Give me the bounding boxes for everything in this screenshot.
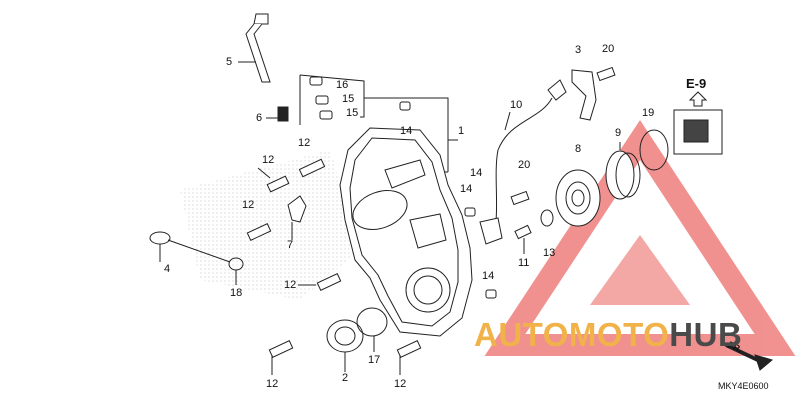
callout-12-c: 12 bbox=[242, 199, 255, 211]
front-direction-arrow bbox=[725, 343, 774, 371]
callout-11: 11 bbox=[518, 257, 530, 269]
part-12-bolt-a bbox=[257, 167, 290, 193]
part-12-bolt-f bbox=[396, 340, 422, 375]
callout-12-a: 12 bbox=[262, 154, 275, 166]
part-14-dowel-a bbox=[399, 101, 411, 111]
part-19-snap-ring bbox=[639, 129, 669, 171]
part-20-bolt-a bbox=[596, 66, 616, 82]
part-8-starter-gear bbox=[555, 169, 601, 227]
part-9-one-way-clutch bbox=[605, 142, 641, 200]
callout-18: 18 bbox=[230, 287, 243, 299]
watermark-logo bbox=[484, 119, 796, 356]
callout-16: 16 bbox=[336, 79, 349, 91]
callout-3: 3 bbox=[575, 44, 582, 56]
callout-12-f: 12 bbox=[394, 378, 407, 390]
part-6-spring bbox=[266, 106, 289, 122]
callout-12-d: 12 bbox=[284, 279, 297, 291]
part-14-dowel-c bbox=[485, 289, 497, 299]
part-10-sensor bbox=[479, 79, 567, 245]
part-12-bolt-b bbox=[298, 158, 326, 178]
part-5-oil-tube bbox=[238, 13, 271, 83]
part-14-dowel-b bbox=[464, 207, 476, 217]
part-18-o-ring bbox=[228, 257, 244, 285]
watermark-part-1: AUTO bbox=[474, 316, 569, 353]
callout-10: 10 bbox=[510, 99, 523, 111]
callout-14-a: 14 bbox=[400, 125, 413, 137]
section-ref-box bbox=[673, 91, 723, 155]
callout-1: 1 bbox=[458, 125, 465, 137]
callout-20-a: 20 bbox=[602, 43, 615, 55]
part-3-bracket bbox=[571, 69, 597, 121]
section-ref-label: E-9 bbox=[686, 76, 707, 91]
part-12-bolt-e bbox=[268, 340, 294, 375]
callout-20-b: 20 bbox=[518, 159, 531, 171]
part-12-bolt-c bbox=[246, 223, 272, 241]
part-20-bolt-b bbox=[510, 190, 530, 206]
watermark-text: AUTOMOTOHUB bbox=[474, 318, 742, 351]
callout-14-c: 14 bbox=[460, 183, 473, 195]
callout-2: 2 bbox=[342, 372, 349, 384]
part-1-crankcase-cover bbox=[339, 127, 473, 337]
callout-15-b: 15 bbox=[346, 107, 359, 119]
callout-15-a: 15 bbox=[342, 93, 355, 105]
callout-4: 4 bbox=[164, 263, 171, 275]
callout-17: 17 bbox=[368, 354, 381, 366]
callout-9: 9 bbox=[615, 127, 622, 139]
callout-19: 19 bbox=[642, 107, 655, 119]
watermark-part-2: MOTO bbox=[568, 316, 670, 353]
callout-8: 8 bbox=[575, 143, 582, 155]
part-4-oil-dipstick bbox=[149, 231, 231, 263]
part-13-washer bbox=[540, 209, 554, 227]
callout-6: 6 bbox=[256, 112, 263, 124]
part-12-bolt-d bbox=[298, 273, 342, 291]
group-bracket bbox=[299, 74, 365, 118]
callout-12-e: 12 bbox=[266, 378, 279, 390]
part-7-bracket bbox=[287, 195, 307, 240]
part-2-cap bbox=[326, 319, 364, 372]
diagram-ref-code: MKY4E0600 bbox=[718, 381, 769, 391]
part-15-oring-a bbox=[315, 95, 329, 105]
part-16-dowel bbox=[309, 76, 323, 86]
callout-14-d: 14 bbox=[482, 270, 495, 282]
part-17-o-ring bbox=[356, 307, 388, 352]
watermark-part-3: HUB bbox=[669, 316, 743, 353]
callout-5: 5 bbox=[226, 56, 233, 68]
part-15-oring-b bbox=[319, 110, 333, 120]
engine-outline-shading bbox=[180, 150, 360, 300]
callout-7: 7 bbox=[287, 239, 294, 251]
part-11-bolt bbox=[514, 224, 532, 254]
callout-12-b: 12 bbox=[298, 137, 311, 149]
callout-13: 13 bbox=[543, 247, 556, 259]
callout-14-b: 14 bbox=[470, 167, 483, 179]
